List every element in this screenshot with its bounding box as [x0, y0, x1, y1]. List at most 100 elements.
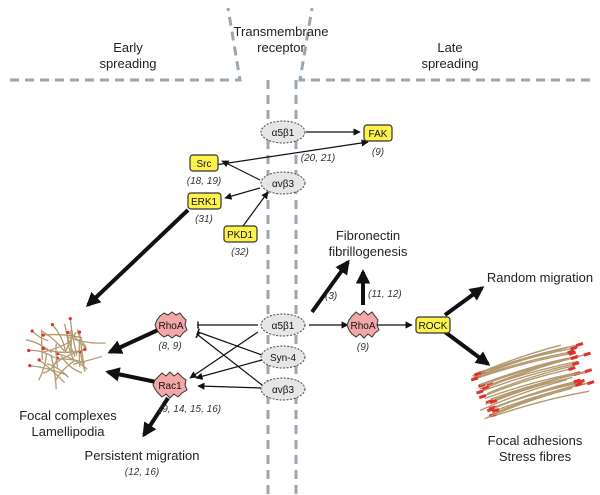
focal-adhesion-dot	[584, 368, 593, 374]
focal-complex-fibre	[67, 336, 106, 344]
thick-arrows	[85, 208, 491, 438]
focal-complex-dot	[37, 358, 41, 362]
receptor-label-2: receptor	[257, 40, 305, 55]
svg-text:αvβ3: αvβ3	[272, 385, 295, 396]
arrow-avb3-erk1	[224, 187, 261, 200]
arrow-syn4-rac1	[195, 359, 263, 380]
focal-complex-fibre	[28, 349, 55, 359]
lamellipodia-label: Lamellipodia	[32, 424, 106, 439]
rhoa-left-node: RhoA	[154, 311, 188, 339]
focal-adhesion-dot	[586, 380, 595, 386]
integrin-a5b1-top: α5β1	[260, 120, 306, 144]
focal-adhesion-dot	[478, 394, 487, 400]
inhibit-avb3-rhoa	[195, 331, 263, 386]
focal-complex-dot	[28, 364, 32, 368]
focal-complex-dot	[41, 347, 45, 351]
membrane-left-top	[10, 7, 242, 82]
cite-src: (18, 19)	[187, 176, 221, 187]
focal-complex-fibre	[51, 324, 67, 353]
svg-text:αvβ3: αvβ3	[272, 179, 295, 190]
arrow-rac1-focal	[105, 367, 157, 384]
cite-persistent: (12, 16)	[125, 467, 159, 478]
pkd1-node: PKD1	[223, 225, 258, 243]
cite-erk1: (31)	[195, 214, 213, 225]
focal-adhesion-dot	[476, 389, 484, 395]
erk1-node: ERK1	[187, 192, 222, 210]
focal-adhesions-label: Focal adhesions	[488, 433, 583, 448]
focal-adhesion-dot	[491, 407, 500, 414]
stress-fibre	[479, 379, 568, 411]
rac1-node: Rac1	[152, 371, 188, 399]
stress-fibre	[473, 352, 572, 380]
focal-complex-fibre	[55, 343, 59, 368]
focal-complex-fibre	[60, 355, 83, 374]
svg-text:Src: Src	[197, 159, 212, 170]
integrin-avb3-bottom: αvβ3	[260, 377, 306, 401]
stress-fibre	[479, 357, 568, 386]
arrow-erk1-focal	[85, 208, 190, 307]
focal-adhesion-dot	[481, 385, 490, 391]
focal-adhesion-dot	[474, 371, 482, 377]
focal-complex-dot	[68, 317, 72, 321]
focal-complexes-label: Focal complexes	[19, 408, 117, 423]
stress-fibre	[485, 357, 574, 389]
focal-adhesion-dot	[575, 341, 584, 348]
focal-adhesion-dot	[571, 361, 580, 367]
cite-a5b1-fak: (20, 21)	[301, 153, 335, 164]
svg-text:RhoA: RhoA	[158, 321, 183, 332]
stress-fibre-illustration	[470, 341, 595, 420]
arrow-fibro	[310, 259, 350, 314]
stress-fibre	[479, 360, 578, 390]
stress-fibre	[492, 370, 589, 403]
rhoa-right-node: RhoA	[346, 310, 380, 339]
arrow-src-fak	[214, 139, 369, 166]
svg-text:ERK1: ERK1	[191, 197, 218, 208]
fibronectin-label-1: Fibronectin	[336, 228, 400, 243]
focal-complex-illustration	[25, 317, 106, 390]
arrow-rac1-persistent	[142, 396, 170, 438]
cite-pkd1: (32)	[231, 247, 249, 258]
focal-complex-fibre	[46, 363, 69, 379]
focal-complex-dot	[27, 348, 31, 353]
svg-text:Syn-4: Syn-4	[270, 353, 297, 364]
focal-complex-fibre	[57, 352, 88, 370]
membrane-right-top	[298, 7, 590, 82]
focal-adhesion-dot	[568, 350, 577, 356]
stress-fibre	[484, 387, 573, 420]
integrin-a5b1-mid: α5β1	[260, 313, 306, 337]
focal-complex-fibre	[54, 348, 86, 354]
membrane	[10, 7, 590, 495]
stress-fibre	[481, 368, 572, 398]
focal-adhesion-dot	[570, 345, 578, 351]
focal-complex-fibre	[40, 329, 44, 360]
thin-arrows	[189, 128, 413, 390]
cite-rhoa-left: (8, 9)	[158, 341, 181, 352]
focal-adhesion-dot	[583, 351, 591, 357]
stress-fibre	[473, 349, 560, 379]
cite-rhoa-right: (9)	[357, 342, 369, 353]
arrow-avb3-src	[221, 160, 261, 181]
syn4-node: Syn-4	[260, 345, 306, 369]
focal-adhesion-dot	[570, 355, 578, 361]
focal-complex-dot	[41, 333, 45, 337]
focal-complex-fibre	[65, 331, 77, 352]
focal-complex-fibre	[31, 330, 49, 342]
svg-text:ROCK: ROCK	[419, 321, 448, 332]
focal-complex-fibre	[54, 360, 75, 382]
cite-rhoa-right-up: (11, 12)	[368, 289, 402, 300]
arrow-rock-stress	[443, 330, 491, 366]
fak-node: FAK	[363, 124, 393, 142]
focal-complex-dot	[66, 330, 70, 334]
arrow-rhoa-focal	[107, 328, 159, 354]
stress-fibres-label: Stress fibres	[499, 449, 572, 464]
svg-text:FAK: FAK	[369, 129, 388, 140]
stress-fibre	[484, 371, 580, 400]
inhibit-syn4-rhoa	[196, 328, 263, 356]
arrow-pkd1-avb3	[242, 191, 269, 227]
focal-adhesion-dot	[573, 378, 581, 384]
svg-text:α5β1: α5β1	[272, 321, 295, 332]
focal-complex-dot	[83, 347, 87, 351]
svg-text:Rac1: Rac1	[158, 381, 182, 392]
stress-fibre	[492, 390, 590, 418]
stress-fibre	[479, 363, 576, 393]
